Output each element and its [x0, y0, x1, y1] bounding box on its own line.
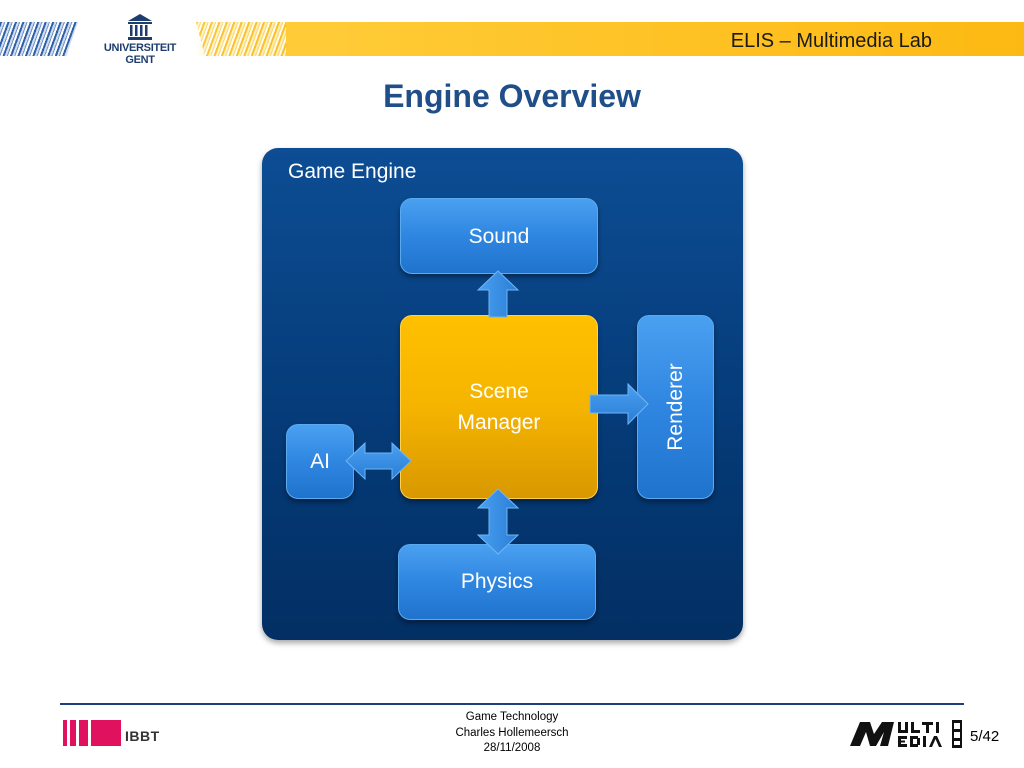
- scene-manager-label-line1: Scene: [469, 380, 529, 403]
- header-decorative-stripes-left: [0, 22, 78, 56]
- footer-author: Charles Hollemeersch: [455, 726, 569, 739]
- ai-node: AI: [286, 424, 354, 499]
- logo-text-line2: GENT: [125, 54, 155, 66]
- sound-label: Sound: [468, 225, 530, 248]
- renderer-label: Renderer: [663, 363, 687, 451]
- footer-course: Game Technology: [465, 711, 559, 723]
- logo-text-line1: UNIVERSITEIT: [103, 42, 177, 54]
- university-logo: UNIVERSITEIT GENT: [95, 12, 185, 68]
- footer-info: Game Technology Charles Hollemeersch 28/…: [412, 710, 612, 757]
- ibbt-bars-icon: [63, 720, 121, 746]
- sound-node: Sound: [400, 198, 598, 274]
- lab-title: ELIS – Multimedia Lab: [730, 30, 932, 52]
- scene-manager-label-line2: Manager: [457, 411, 541, 434]
- ibbt-label: IBBT: [125, 728, 160, 744]
- ai-label: AI: [310, 449, 330, 473]
- ibbt-logo: IBBT: [63, 718, 163, 748]
- footer-date: 28/11/2008: [483, 742, 541, 754]
- footer-divider: [60, 703, 964, 705]
- slide-title: Engine Overview: [383, 78, 641, 114]
- header-yellow-bar: [196, 22, 1024, 56]
- university-building-icon: [128, 14, 152, 40]
- physics-node: Physics: [398, 544, 596, 620]
- physics-label: Physics: [460, 570, 534, 593]
- header-decorative-stripes-right: [196, 22, 286, 56]
- game-engine-label: Game Engine: [288, 160, 417, 183]
- scene-manager-node: Scene Manager: [400, 315, 598, 499]
- renderer-node: Renderer: [637, 315, 714, 499]
- page-number: 5/42: [970, 728, 1000, 745]
- multimedia-lab-logo: [850, 720, 962, 748]
